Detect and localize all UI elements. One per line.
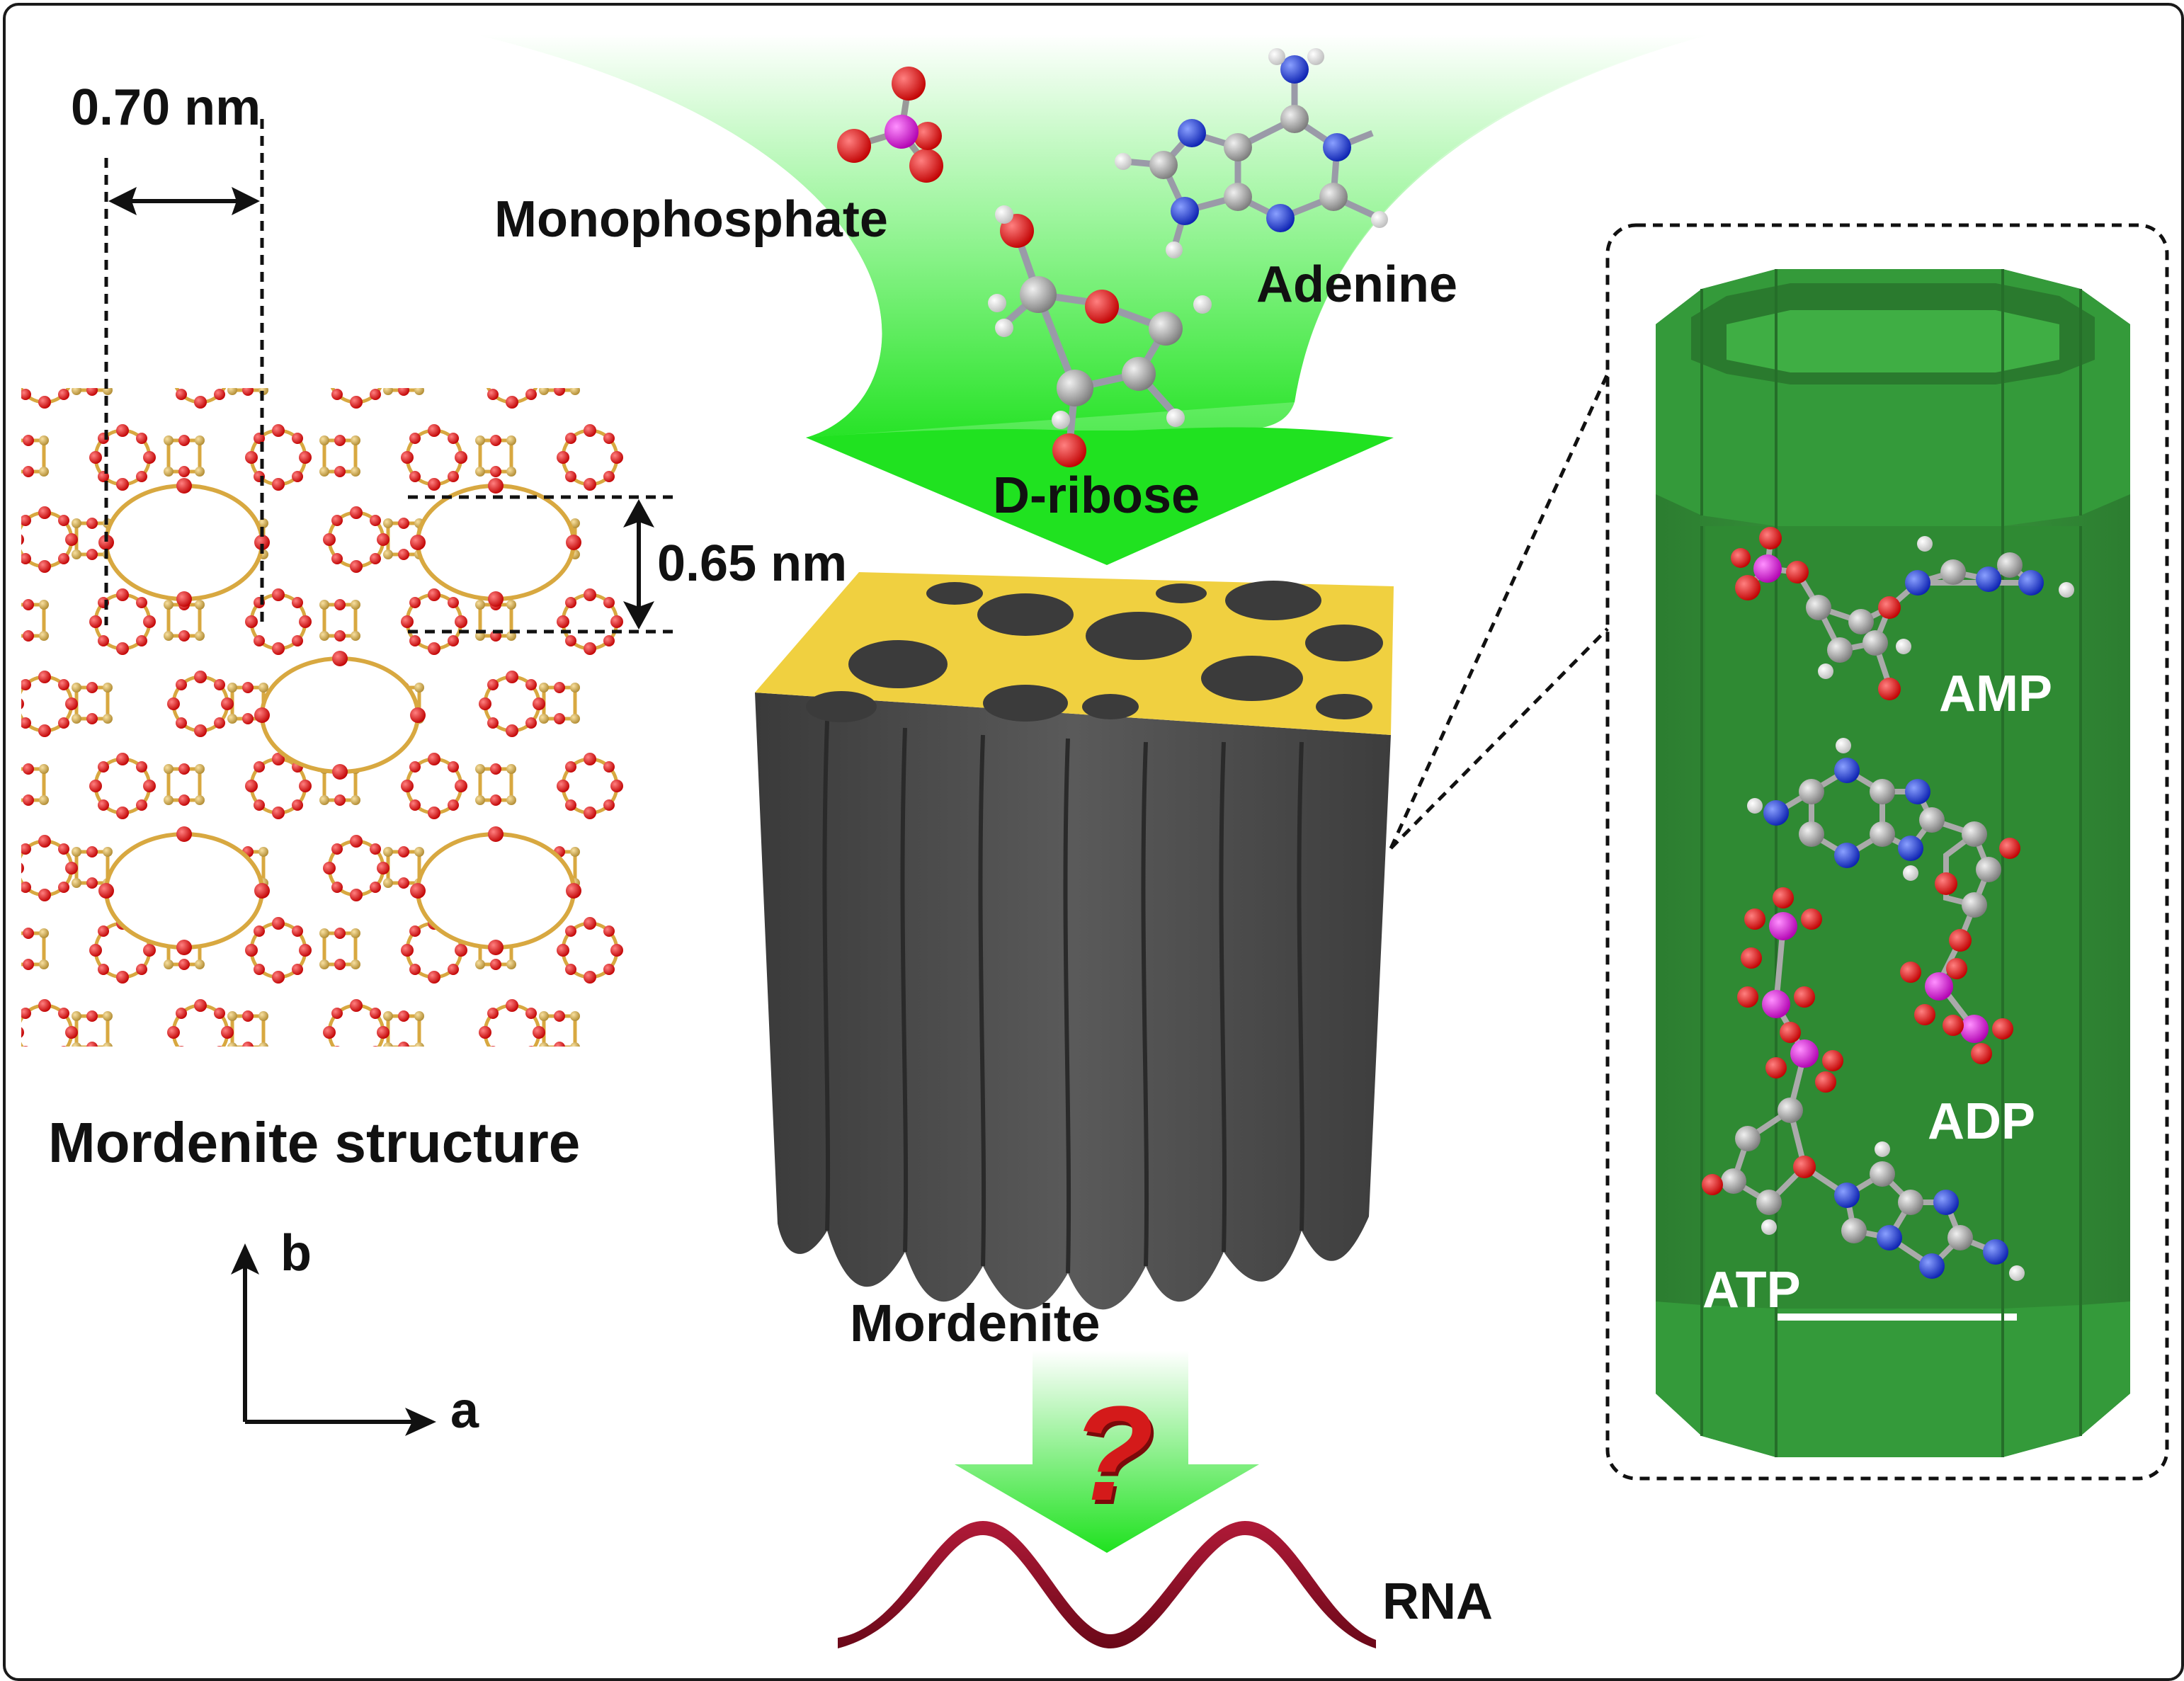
figure-graphics: [21, 34, 2169, 1648]
height-arrow-top: [623, 499, 654, 528]
ribose-label: D-ribose: [993, 467, 1200, 524]
axes: [243, 1259, 416, 1424]
adp-label: ADP: [1928, 1093, 2036, 1150]
mordenite-crystal: [755, 572, 1394, 1310]
zoom-connectors: [1389, 372, 1610, 850]
height-dimension-label: 0.65 nm: [657, 535, 848, 592]
adenine-molecule: [1115, 48, 1388, 258]
zoom-box: [1605, 223, 2169, 1481]
width-arrow-left: [108, 187, 137, 215]
width-dimension: [104, 119, 264, 625]
adenine-label: Adenine: [1256, 256, 1458, 313]
monophosphate-label: Monophosphate: [494, 191, 888, 248]
height-dimension: [408, 495, 678, 634]
structure-caption: Mordenite structure: [48, 1111, 581, 1174]
question-mark: ?: [1071, 1379, 1154, 1529]
height-arrow-bottom: [623, 601, 654, 629]
reactant-funnel-tip: [806, 427, 1394, 565]
product-arrow: [955, 1351, 1259, 1553]
axis-b-arrow: [231, 1243, 259, 1275]
width-arrow-right: [232, 187, 260, 215]
ribose-molecule: [988, 205, 1212, 467]
rna-label: RNA: [1382, 1573, 1493, 1630]
amp-molecule: [1731, 527, 2074, 700]
atp-label: ATP: [1702, 1262, 1801, 1318]
axis-a-arrow: [405, 1408, 436, 1436]
axis-b-label: b: [280, 1225, 312, 1282]
atp-molecule: [1702, 887, 2025, 1281]
mordenite-label: Mordenite: [850, 1294, 1100, 1352]
mordenite-lattice: [21, 388, 623, 1047]
amp-label: AMP: [1939, 666, 2052, 722]
axis-a-label: a: [450, 1382, 479, 1439]
width-dimension-label: 0.70 nm: [71, 79, 261, 136]
figure-frame: 0.70 nm 0.65 nm Mordenite structure b a …: [3, 3, 2184, 1681]
adp-molecule: [1747, 738, 2020, 1064]
monophosphate-molecule: [837, 67, 943, 183]
reactant-funnel-body: [473, 34, 1712, 438]
